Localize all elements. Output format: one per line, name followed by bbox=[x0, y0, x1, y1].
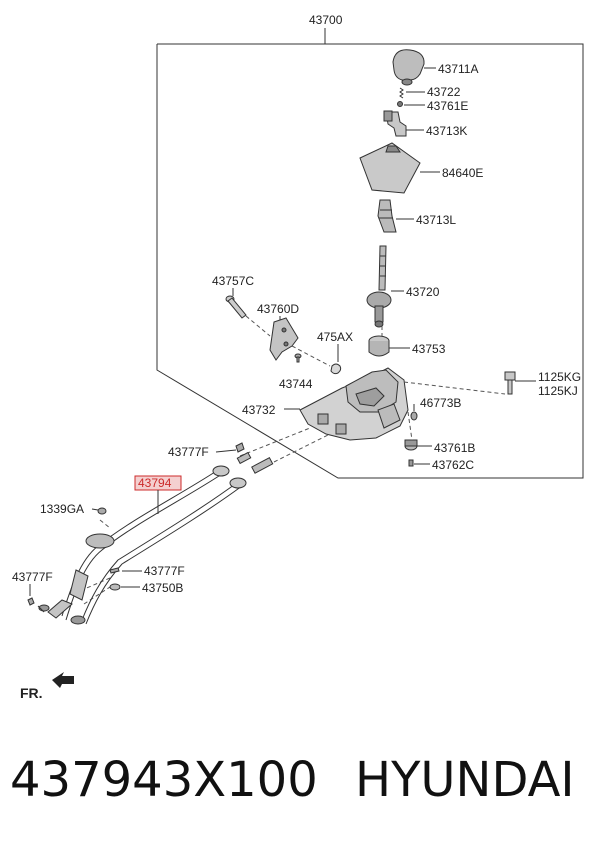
cable-clip-mid bbox=[109, 567, 120, 574]
snap-ring bbox=[330, 363, 342, 375]
nut bbox=[404, 439, 418, 451]
label-43713L: 43713L bbox=[416, 213, 456, 227]
brand-name: HYUNDAI bbox=[355, 752, 575, 808]
label-43744: 43744 bbox=[279, 377, 313, 391]
front-arrow-icon bbox=[52, 672, 74, 688]
small-ball bbox=[397, 101, 403, 107]
label-43713K: 43713K bbox=[426, 124, 467, 138]
label-43757C: 43757C bbox=[212, 274, 254, 288]
connector-lines bbox=[81, 315, 506, 605]
spring bbox=[399, 87, 404, 99]
lever-bracket bbox=[269, 317, 299, 361]
label-43720: 43720 bbox=[406, 285, 440, 299]
label-43762C: 43762C bbox=[432, 458, 474, 472]
label-1125KG: 1125KG bbox=[538, 370, 581, 384]
pin bbox=[225, 295, 247, 319]
label-43722: 43722 bbox=[427, 85, 461, 99]
label-43753: 43753 bbox=[412, 342, 446, 356]
shift-boot bbox=[359, 142, 421, 194]
label-475AX: 475AX bbox=[317, 330, 353, 344]
cable-clip-top bbox=[235, 442, 245, 453]
bushing bbox=[368, 335, 390, 357]
label-1339GA: 1339GA bbox=[40, 502, 84, 516]
label-43732: 43732 bbox=[242, 403, 276, 417]
label-43777F-mid: 43777F bbox=[144, 564, 185, 578]
label-43777F-left: 43777F bbox=[12, 570, 53, 584]
label-43711A: 43711A bbox=[438, 62, 478, 76]
cable-clip-left bbox=[27, 597, 35, 606]
lever-bushing bbox=[377, 199, 397, 233]
shift-cable bbox=[37, 451, 274, 625]
direction-label: FR. bbox=[20, 685, 43, 701]
label-46773B: 46773B bbox=[420, 396, 461, 410]
retainer-clip bbox=[410, 411, 418, 421]
label-1125KJ: 1125KJ bbox=[538, 384, 578, 398]
cable-washer bbox=[109, 583, 121, 591]
shifter-base bbox=[299, 367, 409, 441]
label-43761E: 43761E bbox=[427, 99, 468, 113]
label-84640E: 84640E bbox=[442, 166, 483, 180]
label-43750B: 43750B bbox=[142, 581, 183, 595]
label-43760D: 43760D bbox=[257, 302, 299, 316]
knob-adapter bbox=[383, 110, 407, 137]
label-43777F-top: 43777F bbox=[168, 445, 209, 459]
shift-lever bbox=[366, 245, 392, 328]
grommet-nut bbox=[97, 507, 107, 515]
label-43761B: 43761B bbox=[434, 441, 475, 455]
shift-knob bbox=[392, 49, 425, 86]
label-43794: 43794 bbox=[138, 476, 172, 490]
assembly-frame bbox=[156, 28, 584, 479]
part-number: 437943X100 bbox=[10, 752, 318, 808]
bolt bbox=[504, 371, 516, 395]
small-clip bbox=[294, 353, 302, 363]
washer bbox=[408, 459, 414, 467]
assembly-label: 43700 bbox=[309, 13, 343, 27]
